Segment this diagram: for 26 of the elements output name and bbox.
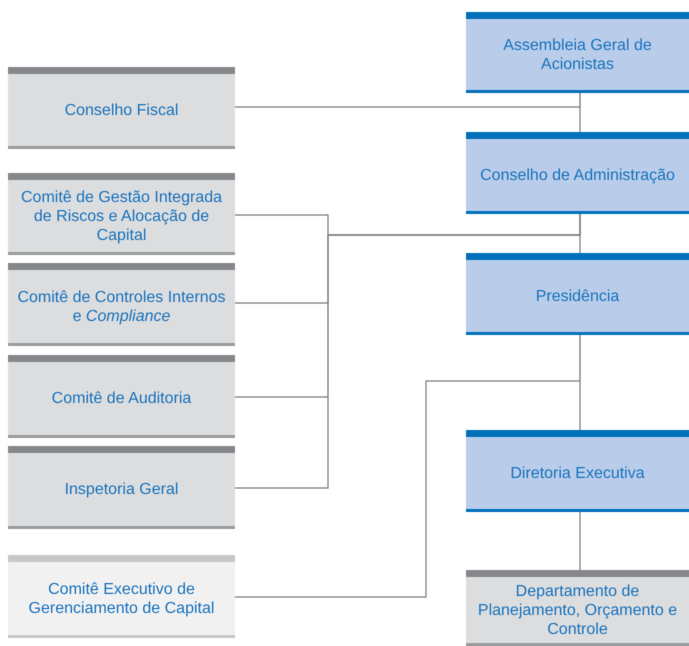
unit-name: Presidência [536,286,620,306]
unit-name: Assembleia Geral de Acionistas [502,36,653,74]
org-unit-box [466,12,689,93]
unit-name: Conselho Fiscal [64,100,178,120]
unit-name: Diretoria Executiva [510,464,645,482]
org-unit-box [466,132,689,214]
org-unit-box [466,570,689,646]
org-unit-box [8,67,235,149]
unit-name: Departamento de Planejamento, Orçamento e Controle [476,582,678,638]
org-unit-box [8,355,235,438]
unit-name: Comitê de Controles Internos e Compliance [16,288,227,326]
org-unit-box [8,263,235,346]
unit-name: Comitê de Gestão Integrada de Riscos e Alocação de Capital [20,188,223,244]
org-unit-box [8,555,235,638]
org-unit-box [8,446,235,529]
connector-line [235,214,581,489]
connector-line [235,335,581,598]
unit-name: Comitê Executivo de Gerenciamento de Capital [28,580,216,618]
org-unit-box [466,253,689,335]
unit-name: Inspetoria Geral [64,480,178,499]
connector-line [579,512,581,570]
unit-name: Conselho de Administração [480,166,675,184]
unit-name: Comitê de Auditoria [52,389,192,408]
org-unit-box [466,430,689,512]
connector-line [235,93,581,108]
org-unit-box [8,173,235,255]
